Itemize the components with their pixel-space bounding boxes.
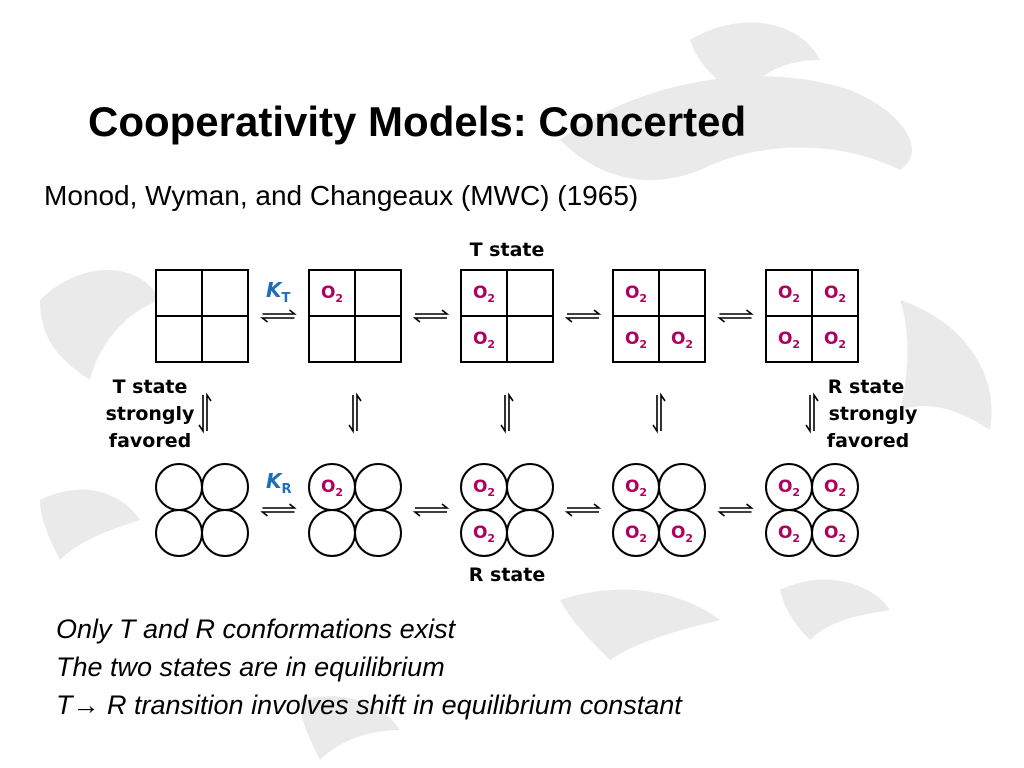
note-3-start: T	[56, 690, 73, 720]
r-binding-step-3-reverse-arrow	[564, 511, 599, 517]
k-r-subscript: R	[282, 482, 292, 497]
k-r-label: KR	[266, 469, 292, 497]
left-note-line-3: favored	[109, 430, 191, 452]
r-state-subunit	[354, 509, 402, 557]
right-note-line-3: favored	[827, 430, 909, 452]
r-binding-step-4-forward-arrow	[719, 503, 754, 509]
t-state-o2-bound: O2	[778, 329, 800, 351]
t-state-o2-bound: O2	[671, 329, 693, 351]
t-r-equilibrium-5-down-arrow	[805, 395, 811, 434]
r-state-subunit	[506, 463, 554, 511]
note-2: The two states are in equilibrium	[56, 652, 445, 682]
t-r-equilibrium-4-down-arrow	[652, 395, 658, 434]
r-state-label: R state	[469, 564, 545, 586]
r-binding-step-2-reverse-arrow	[412, 511, 447, 517]
t-r-equilibrium-4-up-arrow	[660, 392, 666, 431]
r-binding-step-4-reverse-arrow	[717, 511, 752, 517]
r-state-o2-bound: O2	[824, 477, 846, 499]
t-state-o2-bound: O2	[473, 329, 495, 351]
r-state-subunit	[658, 509, 706, 557]
t-state-o2-bound: O2	[625, 283, 647, 305]
r-state-subunit	[506, 509, 554, 557]
r-state-subunit	[201, 463, 249, 511]
k-t-letter: K	[266, 278, 283, 302]
t-binding-step-3-reverse-arrow	[564, 317, 599, 323]
r-binding-step-1-forward-arrow	[262, 503, 297, 509]
left-note-line-1: T state	[113, 376, 188, 398]
t-r-equilibrium-3-up-arrow	[508, 392, 514, 431]
r-state-o2-bound: O2	[778, 523, 800, 545]
r-state-o2-bound: O2	[625, 523, 647, 545]
k-t-subscript: T	[282, 291, 291, 306]
t-state-o2-bound: O2	[625, 329, 647, 351]
r-state-subunit	[201, 509, 249, 557]
right-note-line-2: strongly	[829, 403, 918, 425]
t-state-o2-bound: O2	[321, 283, 343, 305]
r-state-subunit	[811, 509, 859, 557]
right-arrow-icon: →	[72, 690, 100, 720]
slide-subtitle: Monod, Wyman, and Changeaux (MWC) (1965)	[44, 180, 639, 211]
t-r-equilibrium-5-up-arrow	[813, 392, 819, 431]
t-binding-step-1-reverse-arrow	[260, 317, 295, 323]
r-state-o2-bound: O2	[824, 523, 846, 545]
r-state-subunit	[658, 463, 706, 511]
t-state-o2-bound: O2	[824, 283, 846, 305]
t-binding-step-4-reverse-arrow	[717, 317, 752, 323]
t-state-o2-bound: O2	[778, 283, 800, 305]
t-binding-step-2-forward-arrow	[415, 309, 450, 315]
r-state-o2-bound: O2	[321, 477, 343, 499]
t-binding-step-1-forward-arrow	[262, 309, 297, 315]
notes-list: Only T and R conformations exist The two…	[56, 610, 682, 724]
k-t-label: KT	[266, 278, 291, 306]
t-state-o2-bound: O2	[824, 329, 846, 351]
r-binding-step-1-reverse-arrow	[260, 511, 295, 517]
r-state-subunit	[308, 509, 356, 557]
r-binding-step-2-forward-arrow	[415, 503, 450, 509]
r-state-o2-bound: O2	[778, 477, 800, 499]
note-3-end: R transition involves shift in equilibri…	[107, 690, 682, 720]
right-note-line-1: R state	[828, 376, 904, 398]
r-state-o2-bound: O2	[473, 477, 495, 499]
t-binding-step-4-forward-arrow	[719, 309, 754, 315]
slide-title: Cooperativity Models: Concerted	[88, 98, 747, 145]
left-note-line-2: strongly	[106, 403, 195, 425]
t-r-equilibrium-1-up-arrow	[206, 392, 212, 431]
t-state-label: T state	[470, 239, 545, 261]
note-3: T→ R transition involves shift in equili…	[56, 686, 682, 724]
r-state-subunit	[354, 463, 402, 511]
r-state-o2-bound: O2	[625, 477, 647, 499]
k-r-letter: K	[266, 469, 283, 493]
t-r-equilibrium-2-up-arrow	[356, 392, 362, 431]
t-r-equilibrium-2-down-arrow	[348, 395, 354, 434]
r-state-o2-bound: O2	[473, 523, 495, 545]
t-r-equilibrium-3-down-arrow	[500, 395, 506, 434]
note-1: Only T and R conformations exist	[56, 614, 456, 644]
r-state-subunit	[155, 509, 203, 557]
r-state-subunit	[155, 463, 203, 511]
t-r-equilibrium-1-down-arrow	[198, 395, 204, 434]
t-state-o2-bound: O2	[473, 283, 495, 305]
r-binding-step-3-forward-arrow	[567, 503, 602, 509]
t-binding-step-2-reverse-arrow	[412, 317, 447, 323]
r-state-o2-bound: O2	[671, 523, 693, 545]
t-binding-step-3-forward-arrow	[567, 309, 602, 315]
